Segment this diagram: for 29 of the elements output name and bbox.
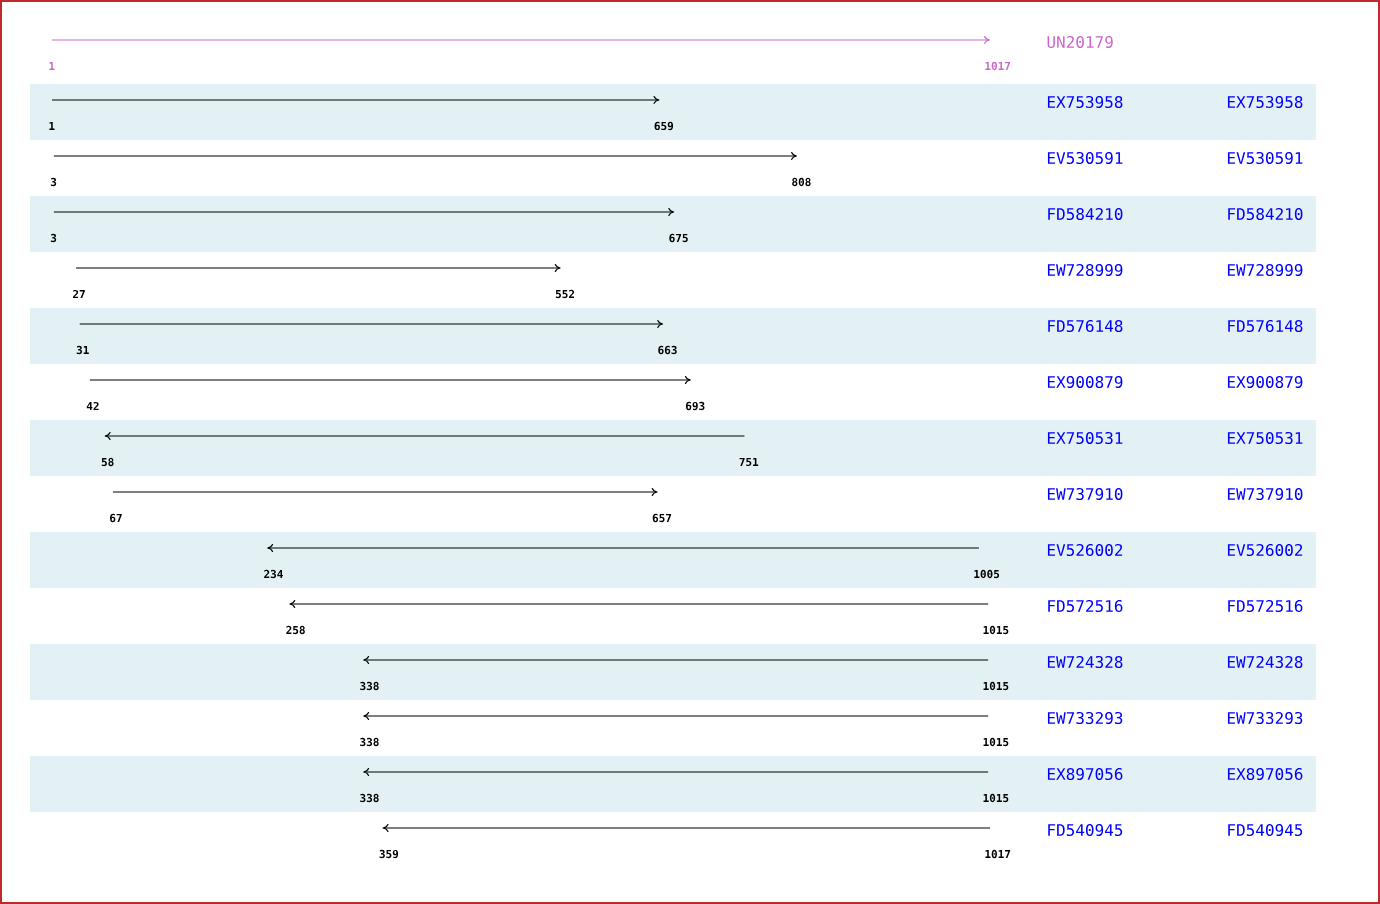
accession-label: EW737910 (1227, 487, 1303, 501)
accession-label: EV530591 (1227, 151, 1303, 165)
accession-label: EW724328 (1047, 655, 1123, 669)
accession-label: EX900879 (1227, 375, 1303, 389)
accession-label: EX897056 (1227, 767, 1303, 781)
accession-label: EX750531 (1047, 431, 1123, 445)
accession-label: EX897056 (1047, 767, 1123, 781)
accession-label: FD576148 (1228, 319, 1303, 333)
accession-label: FD584210 (1228, 207, 1303, 221)
accession-label: FD576148 (1048, 319, 1123, 333)
accession-label: EX750531 (1227, 431, 1303, 445)
accession-label: EW733293 (1047, 711, 1123, 725)
accession-label: EV526002 (1227, 543, 1303, 557)
accession-label: FD584210 (1048, 207, 1123, 221)
accession-label: FD540945 (1048, 823, 1123, 837)
accession-label: FD572516 (1048, 599, 1123, 613)
accession-label: EW737910 (1047, 487, 1123, 501)
accession-label: EX753958 (1227, 95, 1303, 109)
accession-label: EW733293 (1227, 711, 1303, 725)
accession-label: UN20179 (1047, 35, 1113, 49)
accession-label: EW728999 (1227, 263, 1303, 277)
accession-label: EX900879 (1047, 375, 1123, 389)
accession-label: EX753958 (1047, 95, 1123, 109)
accession-label: EV526002 (1047, 543, 1123, 557)
accession-label: FD572516 (1228, 599, 1303, 613)
accession-label: EV530591 (1047, 151, 1123, 165)
accession-label: FD540945 (1228, 823, 1303, 837)
accession-label: EW724328 (1227, 655, 1303, 669)
accession-label: EW728999 (1047, 263, 1123, 277)
